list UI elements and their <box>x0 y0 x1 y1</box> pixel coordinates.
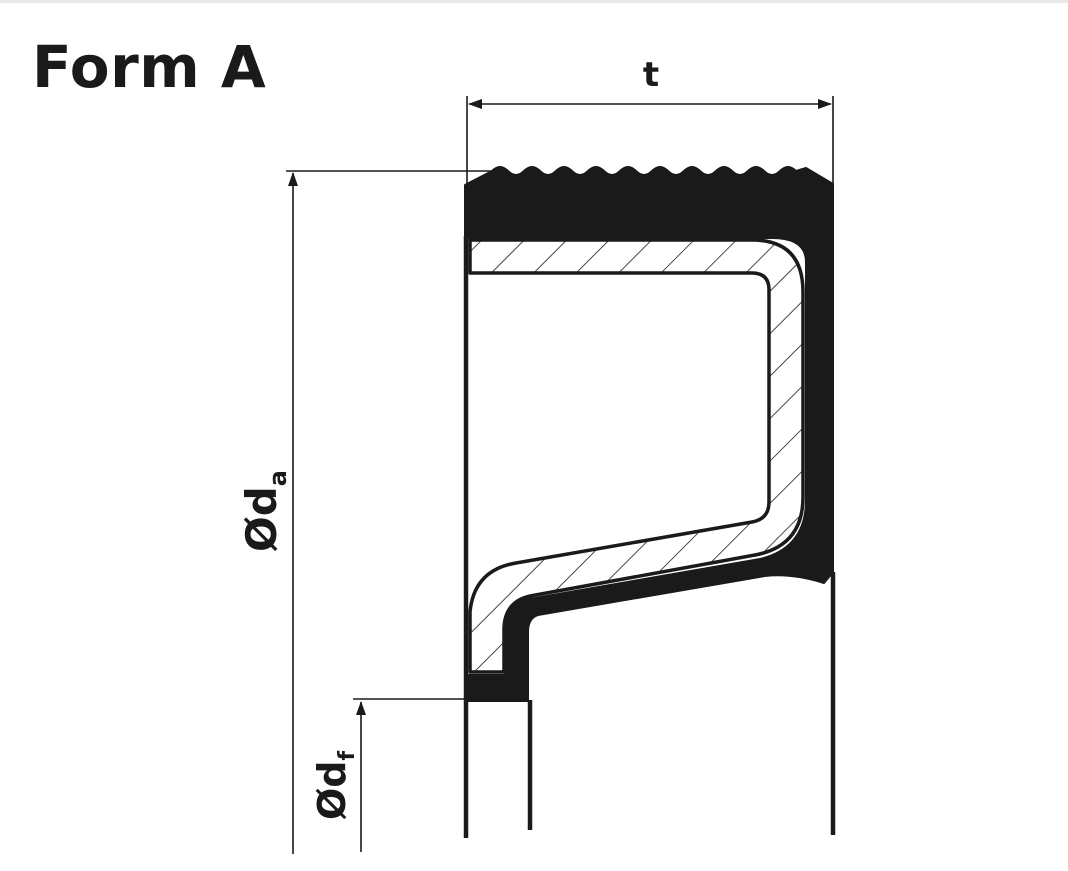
outer-diameter-dimension: Øda <box>237 170 500 854</box>
flange-diameter-label: Ødf <box>310 750 360 820</box>
page-title: Form A <box>32 33 267 101</box>
flange-diameter-dimension: Ødf <box>310 698 470 852</box>
outer-diameter-label: Øda <box>237 470 292 552</box>
top-divider <box>0 0 1068 3</box>
flange-diameter-symbol: Ød <box>310 760 354 820</box>
outer-diameter-symbol: Ød <box>237 486 286 552</box>
width-label: t <box>643 55 659 95</box>
flange-diameter-subscript: f <box>335 750 360 760</box>
rubber-outer-profile <box>464 166 834 702</box>
outer-diameter-subscript: a <box>264 470 292 486</box>
width-dimension: t <box>466 55 834 185</box>
metal-insert-hatched <box>468 238 805 674</box>
